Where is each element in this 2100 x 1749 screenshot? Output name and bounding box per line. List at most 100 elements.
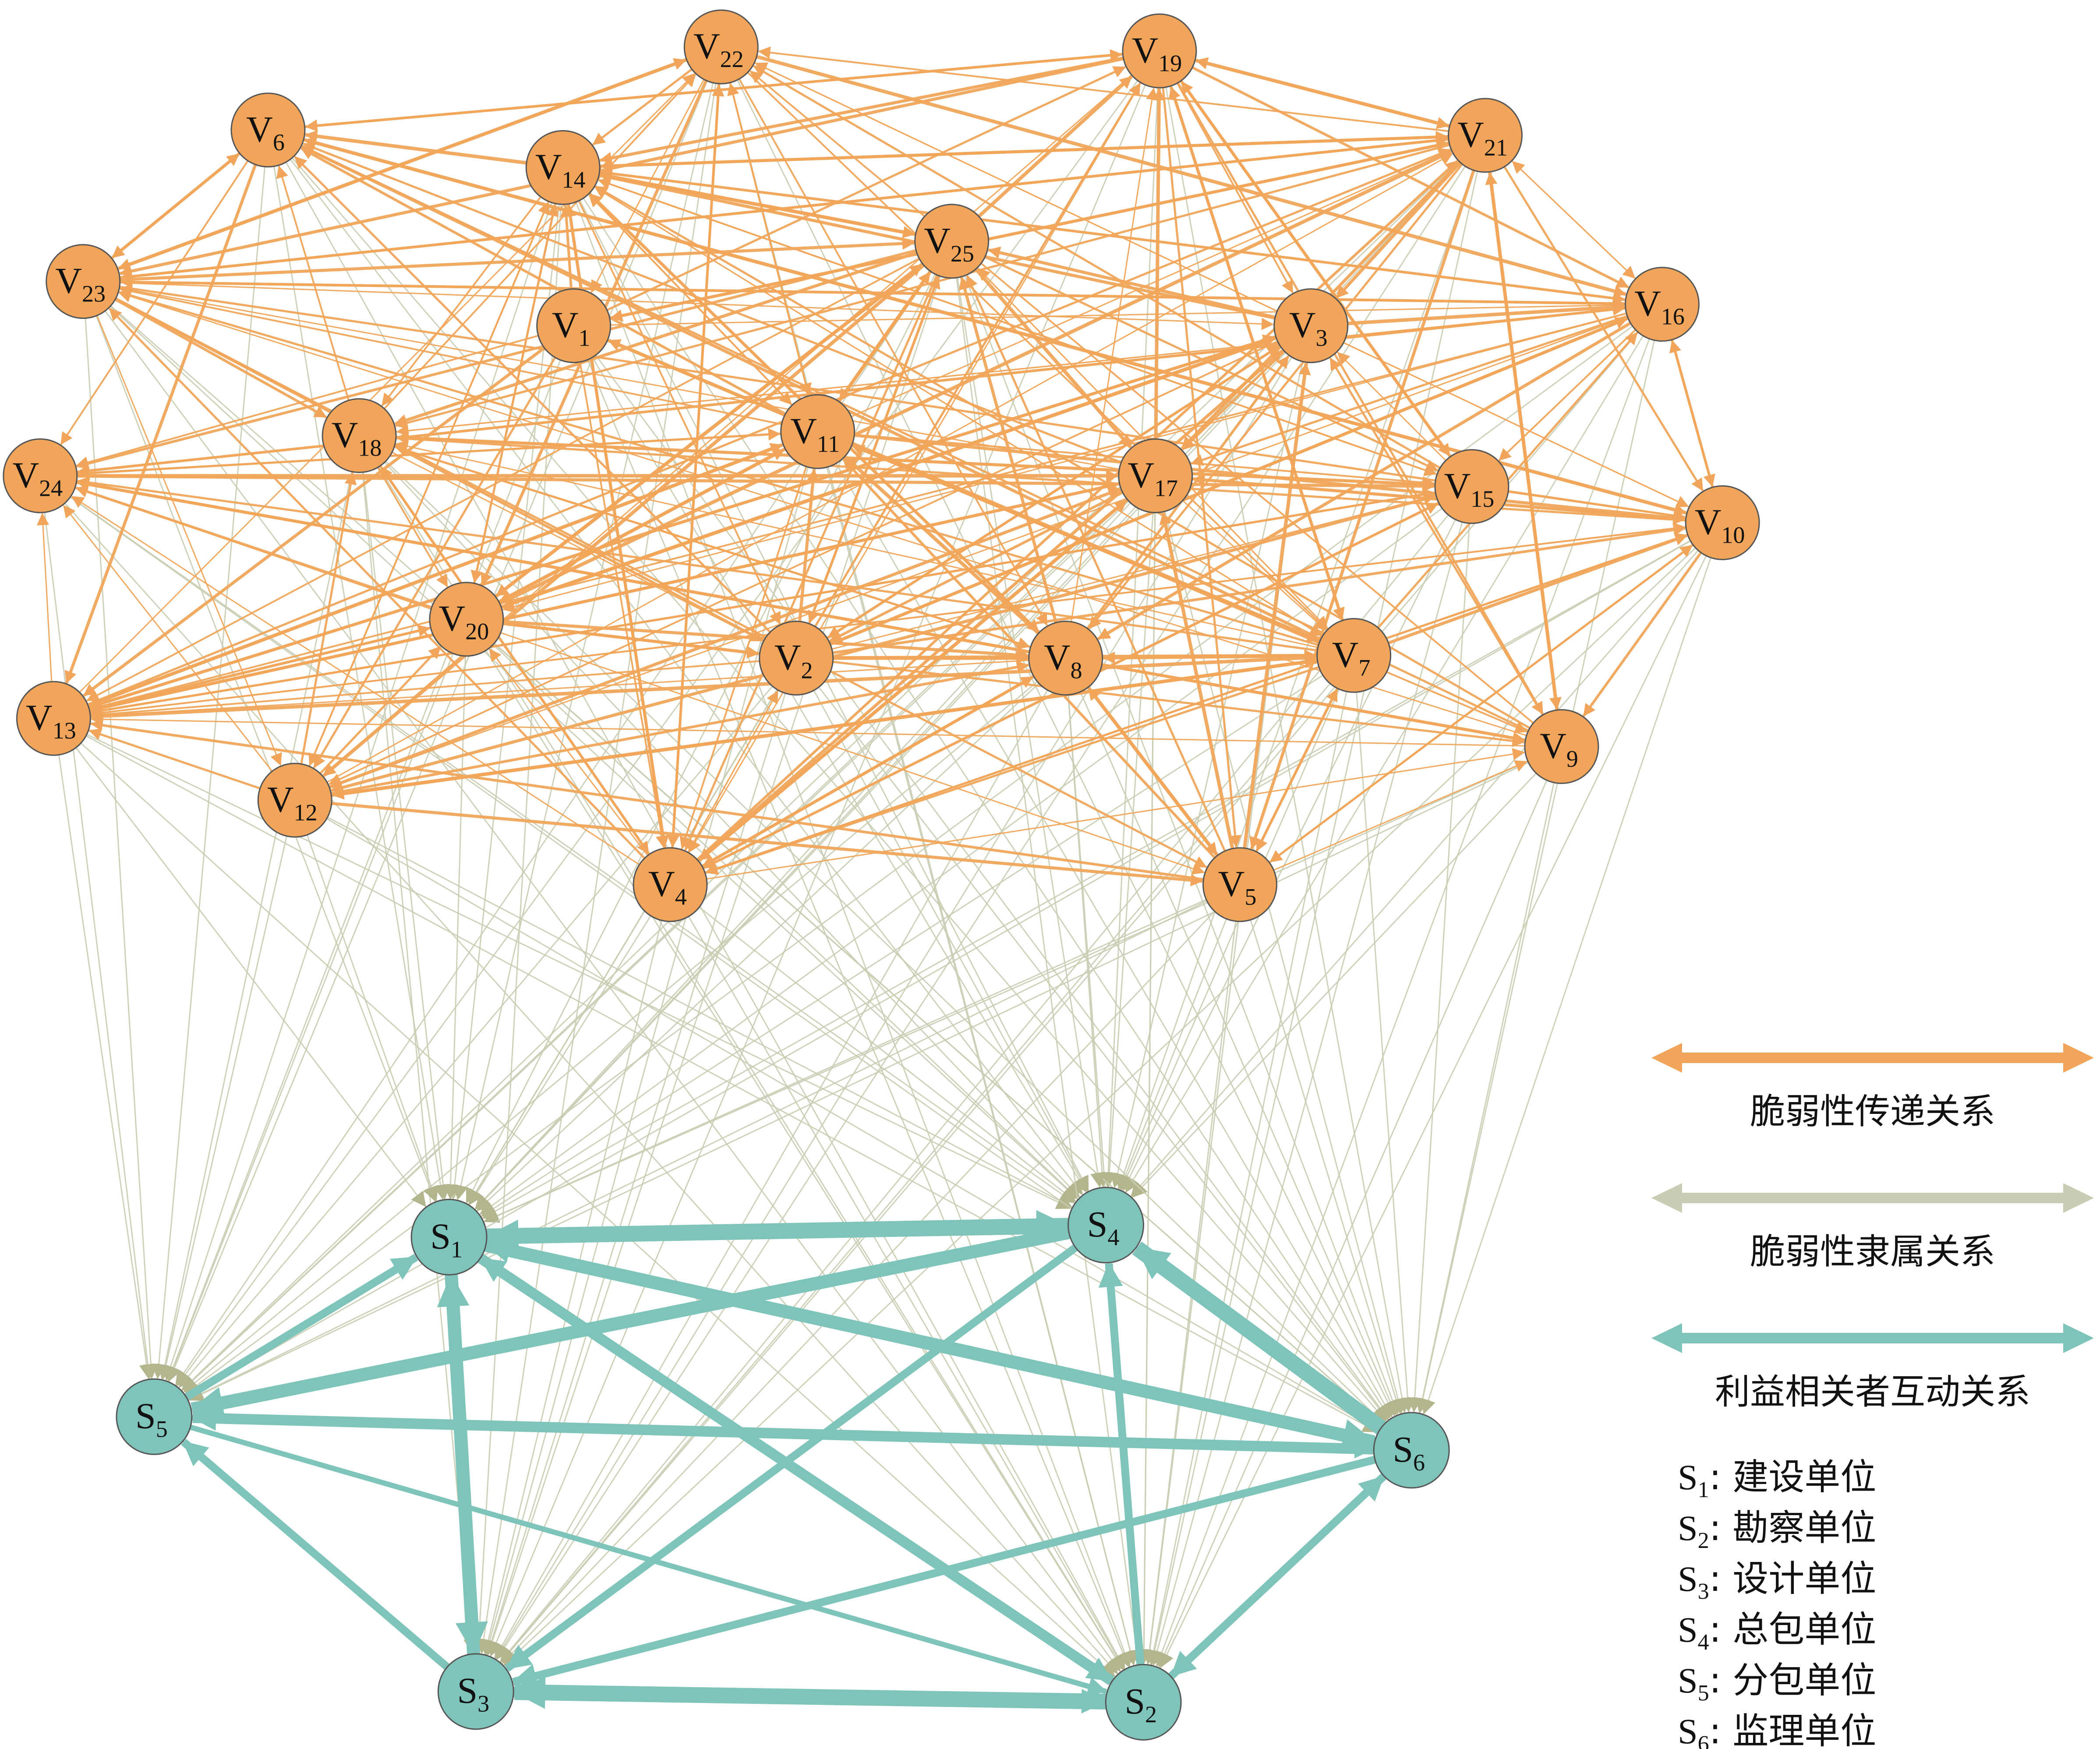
vulnerability-edge [300, 472, 357, 764]
node-label: V21 [1457, 114, 1508, 161]
vulnerability-edge [331, 656, 1317, 797]
node-label: V1 [552, 305, 590, 351]
stakeholder-edge [486, 1210, 1069, 1244]
affiliation-edge [110, 306, 1078, 1200]
key-item-s5: S5: 分包单位 [1678, 1660, 1876, 1706]
affiliation-edge [362, 472, 479, 1654]
vulnerability-edge [119, 286, 1686, 522]
affiliation-edge [167, 81, 708, 1382]
vulnerability-edge [120, 280, 1625, 310]
stakeholder-edge [180, 1438, 450, 1670]
affiliation-edge [1122, 519, 1456, 1191]
node-label: V13 [26, 697, 76, 744]
affiliation-edge [469, 915, 651, 1205]
vulnerability-edge [851, 149, 1452, 417]
legend-arrow [1651, 1183, 2094, 1213]
affiliation-edge [306, 834, 439, 1202]
node-label: V4 [648, 864, 687, 910]
node-circle [322, 398, 397, 473]
node-circle [1105, 1664, 1182, 1741]
affiliation-edge [75, 747, 426, 1207]
affiliation-edge [64, 502, 1118, 1675]
vulnerability-edge [379, 465, 650, 855]
node-circle [1624, 267, 1700, 342]
vulnerability-edge [729, 82, 812, 396]
affiliation-edge [166, 360, 561, 1382]
vulnerability-edge [738, 78, 1048, 626]
affiliation-edge [453, 82, 714, 1201]
vulnerability-edge [381, 196, 541, 406]
affiliation-edge [1100, 88, 1159, 1187]
affiliation-edge [496, 166, 1466, 1660]
node-circle [410, 1198, 488, 1276]
vulnerability-edge [597, 178, 1438, 475]
vulnerability-edge [977, 75, 1133, 218]
legend-item-stakeholder: 利益相关者互动关系 [1651, 1323, 2094, 1412]
stakeholder-edge [1169, 1473, 1387, 1679]
node-label: S5 [135, 1396, 168, 1442]
vulnerability-edge [838, 270, 932, 402]
affiliation-edge [729, 82, 1138, 1666]
vulnerability-edge [749, 70, 1534, 724]
affiliation-edge [500, 683, 1331, 1663]
vulnerability-edge [610, 141, 1450, 322]
affiliation-edge [159, 836, 287, 1380]
affiliation-edge [492, 644, 1078, 1199]
affiliation-edge [1146, 691, 1347, 1665]
vulnerability-edge [76, 481, 1525, 744]
vulnerability-node-v9: V9 [1524, 709, 1599, 784]
vulnerability-edge [500, 336, 1276, 609]
vulnerability-edge [1255, 688, 1339, 852]
node-label: V10 [1695, 502, 1745, 548]
vulnerability-node-v24: V24 [3, 438, 78, 513]
key-item-s3: S3: 设计单位 [1678, 1558, 1876, 1604]
affiliation-edge [466, 274, 936, 1204]
legend-item-affiliation: 脆弱性隶属关系 [1651, 1183, 2094, 1272]
vulnerability-node-v5: V5 [1202, 847, 1277, 922]
node-circle [1434, 449, 1510, 524]
vulnerability-edge [1087, 686, 1218, 856]
node-label: V5 [1218, 864, 1257, 910]
legend-arrow [1651, 1043, 2094, 1073]
node-label: V7 [1332, 634, 1371, 681]
affiliation-edge [587, 359, 1130, 1668]
vulnerability-edge [592, 68, 693, 146]
vulnerability-edge [1162, 87, 1241, 848]
affiliation-edge [181, 160, 1460, 1391]
node-circle [759, 620, 834, 696]
affiliation-edge [1407, 523, 1471, 1413]
node-label: V15 [1444, 466, 1495, 512]
affiliation-edge [80, 742, 1116, 1677]
node-label: V20 [439, 598, 489, 645]
node-circle [1273, 288, 1349, 364]
affiliation-edge [385, 460, 1385, 1424]
legend-item-vulnerability: 脆弱性传递关系 [1651, 1043, 2094, 1132]
vulnerability-edge [753, 65, 1441, 469]
legend-label: 脆弱性传递关系 [1750, 1091, 1995, 1132]
node-circle [914, 204, 990, 279]
stakeholder-node-s4: S4 [1068, 1187, 1144, 1264]
legend-arrow [1651, 1323, 2094, 1353]
node-label: V17 [1128, 455, 1178, 501]
node-circle [46, 244, 121, 319]
affiliation-edge [44, 512, 156, 1379]
vulnerability-edge [326, 153, 1453, 783]
affiliation-edge [181, 500, 1129, 1391]
vulnerability-edge [851, 445, 1320, 642]
affiliation-edge [482, 467, 809, 1655]
node-circle [780, 394, 856, 469]
vulnerability-edge [974, 268, 1132, 449]
affiliation-edge [1132, 773, 1537, 1198]
affiliation-edge [187, 540, 1691, 1399]
node-label: V2 [774, 637, 813, 683]
vulnerability-edge [330, 495, 1437, 794]
vulnerability-edge [579, 362, 668, 848]
vulnerability-edge [814, 82, 1141, 627]
affiliation-edge [1421, 557, 1711, 1415]
affiliation-edge [362, 472, 451, 1200]
vulnerability-edge [77, 474, 1435, 492]
vulnerability-edge [115, 297, 1207, 869]
stakeholder-edge [485, 1238, 1376, 1448]
node-circle [525, 130, 601, 205]
vulnerability-edge [396, 303, 1626, 433]
